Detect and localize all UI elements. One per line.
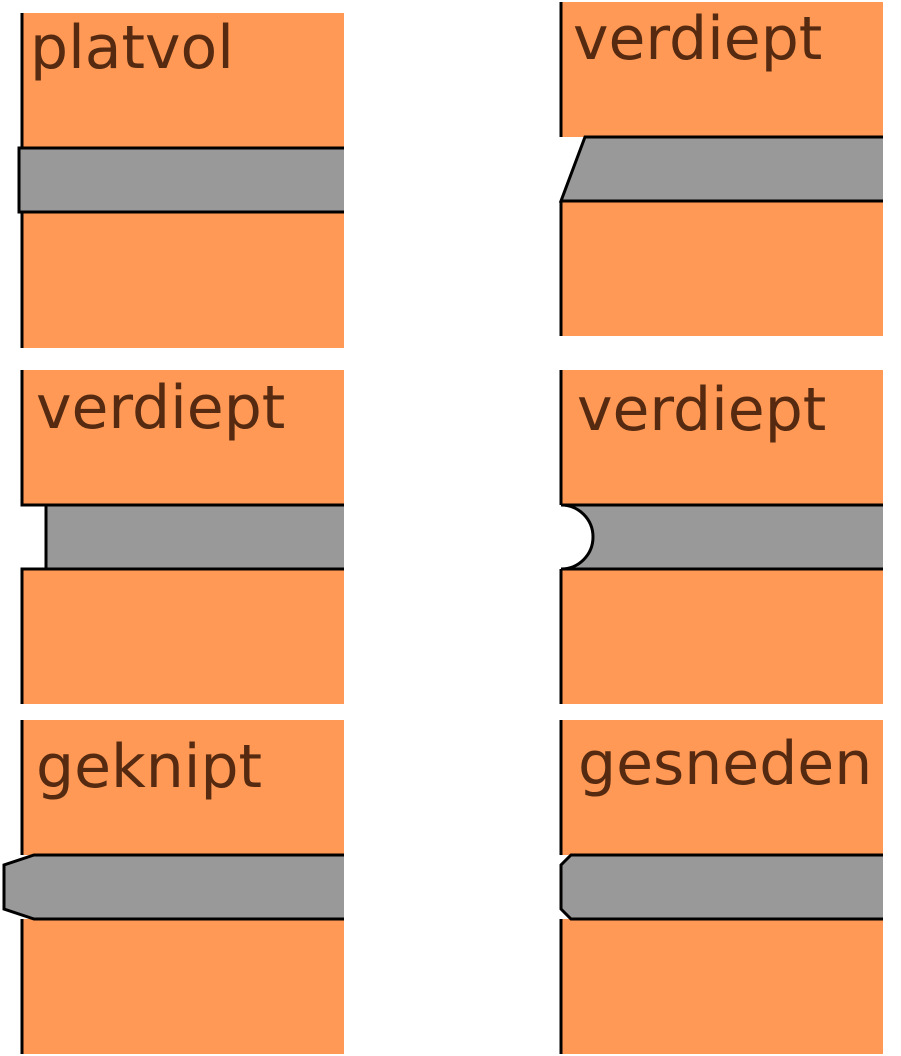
panel-flush: platvol <box>17 13 344 348</box>
panel-recessed-square: verdiept <box>20 370 344 704</box>
panel-label: verdiept <box>573 4 822 74</box>
mortar-joint <box>559 853 883 921</box>
brick-bottom <box>22 569 344 704</box>
panel-recessed-beveled: verdiept <box>558 2 883 336</box>
brick-top <box>561 2 883 137</box>
brick-bottom <box>561 201 883 336</box>
mortar-joint <box>558 135 883 203</box>
wall-face-edge <box>20 567 46 704</box>
mortar-joint <box>2 853 344 921</box>
panel-label: verdiept <box>577 375 826 445</box>
brick-bottom <box>22 212 344 348</box>
panel-recessed-concave: verdiept <box>559 370 883 704</box>
panel-label: geknipt <box>36 732 262 802</box>
mortar-joint <box>560 503 883 571</box>
mortar-joint <box>17 146 344 214</box>
brick-top <box>22 13 344 148</box>
brick-top <box>22 720 344 855</box>
brick-bottom <box>561 569 883 704</box>
mortar-joint <box>44 503 344 571</box>
wall-face-edge <box>20 370 46 507</box>
brick-bottom <box>561 919 883 1054</box>
brick-top <box>561 720 883 855</box>
panel-label: platvol <box>30 13 234 83</box>
brick-bottom <box>22 919 344 1054</box>
brick-top <box>22 370 344 505</box>
panel-cut: gesneden <box>559 720 883 1054</box>
panel-label: verdiept <box>36 373 285 443</box>
panel-label: gesneden <box>578 729 872 799</box>
panel-struck: geknipt <box>2 720 344 1054</box>
brick-top <box>561 370 883 505</box>
